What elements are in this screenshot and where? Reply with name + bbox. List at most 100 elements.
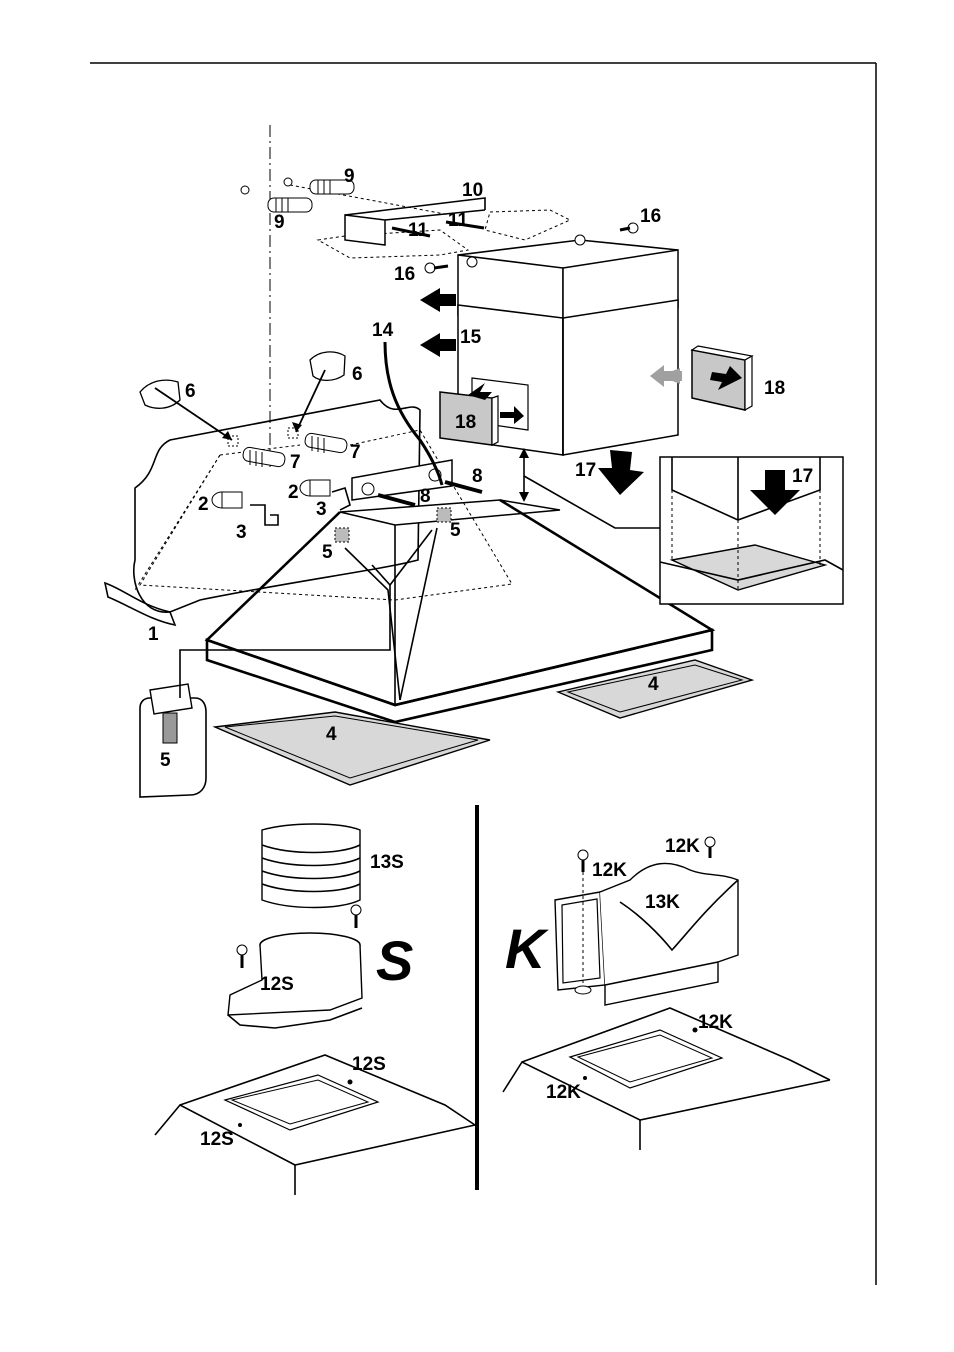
label-12k-bottom: 12K bbox=[546, 1082, 581, 1103]
dim-arrow-top bbox=[519, 448, 529, 458]
arrow-15-lower bbox=[420, 333, 456, 357]
bracket-10-top bbox=[344, 197, 486, 216]
hood-top-s bbox=[154, 1054, 476, 1195]
bracket-10-edge bbox=[384, 209, 486, 221]
screw-11-left bbox=[391, 226, 431, 238]
hook-3-left bbox=[250, 504, 279, 526]
dowel-9-top bbox=[309, 179, 355, 195]
label-16-left: 16 bbox=[394, 264, 415, 285]
label-4-right: 4 bbox=[648, 674, 659, 695]
inset-5-block bbox=[149, 683, 193, 715]
screw-8-right bbox=[444, 480, 483, 494]
washer-9-top bbox=[283, 177, 293, 187]
label-5-right: 5 bbox=[450, 520, 461, 541]
label-3-right: 3 bbox=[316, 499, 327, 520]
adapter-13k bbox=[554, 862, 739, 1006]
label-7-left: 7 bbox=[290, 452, 301, 473]
label-5-left: 5 bbox=[322, 542, 333, 563]
screw-12k-left-icon bbox=[577, 849, 589, 872]
grease-filter-right-frame bbox=[566, 664, 744, 713]
label-1: 1 bbox=[148, 624, 159, 645]
screw-16-right-icon bbox=[619, 222, 639, 234]
measuring-tape bbox=[103, 581, 177, 627]
dashed-bracket-outline-right bbox=[484, 209, 572, 241]
bracket-hole-left bbox=[361, 482, 375, 496]
label-4-left: 4 bbox=[326, 724, 337, 745]
arrow-15-upper bbox=[420, 288, 456, 312]
label-3-left: 3 bbox=[236, 522, 247, 543]
label-10: 10 bbox=[462, 180, 483, 201]
screw-16-left-icon bbox=[424, 262, 449, 274]
label-12s-top: 12S bbox=[352, 1054, 386, 1075]
mark-6-right bbox=[287, 427, 299, 439]
arrow-18-side bbox=[710, 366, 742, 390]
arrow-17-detail bbox=[750, 470, 800, 515]
inset-5-leader bbox=[179, 585, 391, 698]
leader-filters bbox=[344, 547, 401, 701]
grease-filter-right bbox=[555, 659, 755, 719]
label-8-left: 8 bbox=[420, 486, 431, 507]
leader-5b bbox=[389, 529, 433, 586]
part-5-left bbox=[334, 527, 350, 543]
hand-pencil-right-icon bbox=[292, 351, 346, 433]
label-15: 15 bbox=[460, 327, 482, 348]
label-12k-left-screw: 12K bbox=[592, 860, 627, 881]
dashed-bracket-outline-left bbox=[316, 229, 470, 259]
part-5-right bbox=[436, 507, 452, 523]
detail-17-tray bbox=[669, 544, 828, 591]
label-12s-bottom: 12S bbox=[200, 1129, 234, 1150]
hook-3-right bbox=[331, 486, 351, 511]
hood-top-k bbox=[502, 1007, 831, 1150]
label-11-left: 11 bbox=[408, 220, 429, 241]
label-13s: 13S bbox=[370, 852, 404, 873]
screw-12s-right-icon bbox=[350, 904, 362, 928]
chimney-hole-top bbox=[574, 234, 586, 246]
power-cable bbox=[383, 341, 444, 486]
hood-hidden-outline bbox=[139, 429, 513, 601]
chimney-hole-left bbox=[466, 256, 478, 268]
screw-11-right bbox=[445, 220, 485, 230]
cover-panel-18-side-thick bbox=[744, 354, 753, 412]
screw-12k-right-icon bbox=[704, 836, 716, 858]
inset-5-outline bbox=[139, 697, 207, 798]
leader-5a bbox=[371, 564, 391, 586]
label-18-side: 18 bbox=[764, 378, 785, 399]
inset-5-screw bbox=[162, 712, 178, 744]
upper-chimney-top bbox=[457, 239, 679, 256]
leader-filter-2 bbox=[399, 527, 438, 701]
label-8-right: 8 bbox=[472, 466, 483, 487]
hood-lower-band bbox=[205, 628, 714, 724]
adapter-12s bbox=[227, 932, 363, 1029]
dowel-9-bottom bbox=[267, 197, 313, 213]
hood-bracket bbox=[351, 459, 453, 501]
label-14: 14 bbox=[372, 320, 394, 341]
screw-8-left bbox=[377, 493, 416, 507]
mark-6-left bbox=[227, 435, 239, 447]
variant-s-letter: S bbox=[376, 929, 413, 992]
dim-arrow-bottom bbox=[519, 492, 529, 502]
arrow-grey-body bbox=[650, 365, 682, 387]
label-17: 17 bbox=[575, 460, 596, 481]
label-9-bottom: 9 bbox=[274, 212, 285, 233]
arrow-18-front-b bbox=[500, 406, 524, 424]
label-5-inset: 5 bbox=[160, 750, 171, 771]
label-9-top: 9 bbox=[344, 166, 355, 187]
label-12k-top: 12K bbox=[698, 1012, 733, 1033]
label-6-left: 6 bbox=[185, 381, 196, 402]
duct-13s bbox=[261, 823, 361, 909]
label-13k: 13K bbox=[645, 892, 680, 913]
arrow-18-front-a bbox=[468, 383, 492, 400]
dowel-7-right bbox=[304, 432, 348, 454]
label-16-right: 16 bbox=[640, 206, 661, 227]
bracket-10-front bbox=[344, 214, 386, 246]
detail-17-leader bbox=[523, 475, 660, 529]
plug-2-right-body bbox=[309, 479, 331, 497]
label-17-detail: 17 bbox=[792, 466, 813, 487]
washer-9-bottom bbox=[240, 185, 250, 195]
arrow-17-down bbox=[598, 450, 644, 495]
hand-pencil-left-icon bbox=[139, 379, 233, 441]
grease-filter-left-frame bbox=[224, 715, 479, 779]
label-7-right: 7 bbox=[350, 442, 361, 463]
dowel-7-left bbox=[242, 446, 286, 468]
